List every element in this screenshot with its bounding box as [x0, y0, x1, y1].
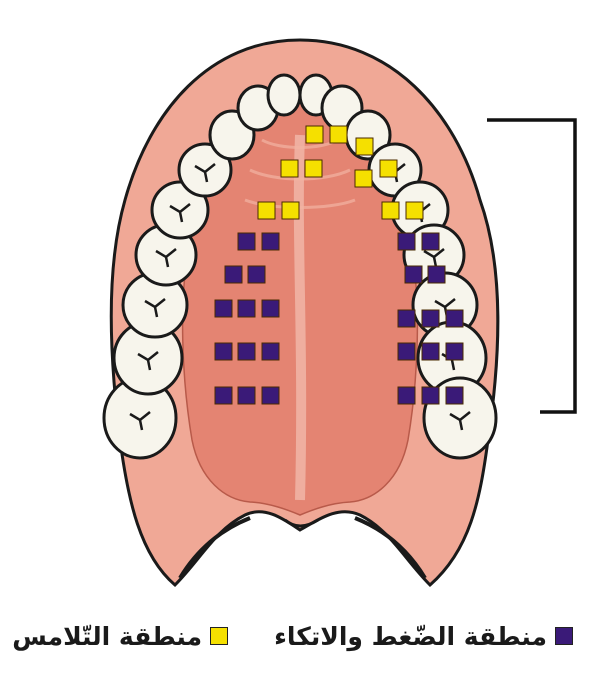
contact-square	[305, 160, 322, 177]
pressure-square	[215, 343, 232, 360]
pressure-square	[238, 387, 255, 404]
contact-swatch	[210, 627, 228, 645]
contact-square	[355, 170, 372, 187]
pressure-square	[398, 387, 415, 404]
contact-square	[382, 202, 399, 219]
pressure-square	[428, 266, 445, 283]
contact-square	[281, 160, 298, 177]
contact-square	[282, 202, 299, 219]
contact-square	[330, 126, 347, 143]
pressure-square	[422, 310, 439, 327]
pressure-square	[446, 310, 463, 327]
pressure-square	[248, 266, 265, 283]
contact-square	[258, 202, 275, 219]
pressure-square	[446, 343, 463, 360]
pressure-square	[262, 233, 279, 250]
pressure-square	[215, 387, 232, 404]
legend-item-pressure: منطقة الضّغط والاتكاء	[274, 622, 573, 651]
pressure-square	[446, 387, 463, 404]
contact-square	[380, 160, 397, 177]
median-raphe	[299, 135, 301, 500]
legend: منطقة الضّغط والاتكاء منطقة التّلامس	[0, 608, 595, 664]
contact-square	[356, 138, 373, 155]
pressure-swatch	[555, 627, 573, 645]
pressure-square	[405, 266, 422, 283]
pressure-square	[215, 300, 232, 317]
pressure-square	[398, 233, 415, 250]
pressure-square	[262, 343, 279, 360]
bracket-line	[487, 120, 575, 412]
pressure-square	[422, 343, 439, 360]
legend-contact-label: منطقة التّلامس	[12, 622, 202, 651]
pressure-square	[238, 343, 255, 360]
tooth-9	[268, 75, 300, 115]
legend-pressure-label: منطقة الضّغط والاتكاء	[274, 622, 547, 651]
pressure-square	[398, 310, 415, 327]
pressure-square	[422, 387, 439, 404]
contact-square	[406, 202, 423, 219]
pressure-square	[238, 300, 255, 317]
legend-item-contact: منطقة التّلامس	[12, 622, 228, 651]
pressure-square	[238, 233, 255, 250]
pressure-square	[262, 387, 279, 404]
pressure-square	[262, 300, 279, 317]
pressure-square	[225, 266, 242, 283]
pressure-square	[422, 233, 439, 250]
pressure-square	[398, 343, 415, 360]
contact-square	[306, 126, 323, 143]
